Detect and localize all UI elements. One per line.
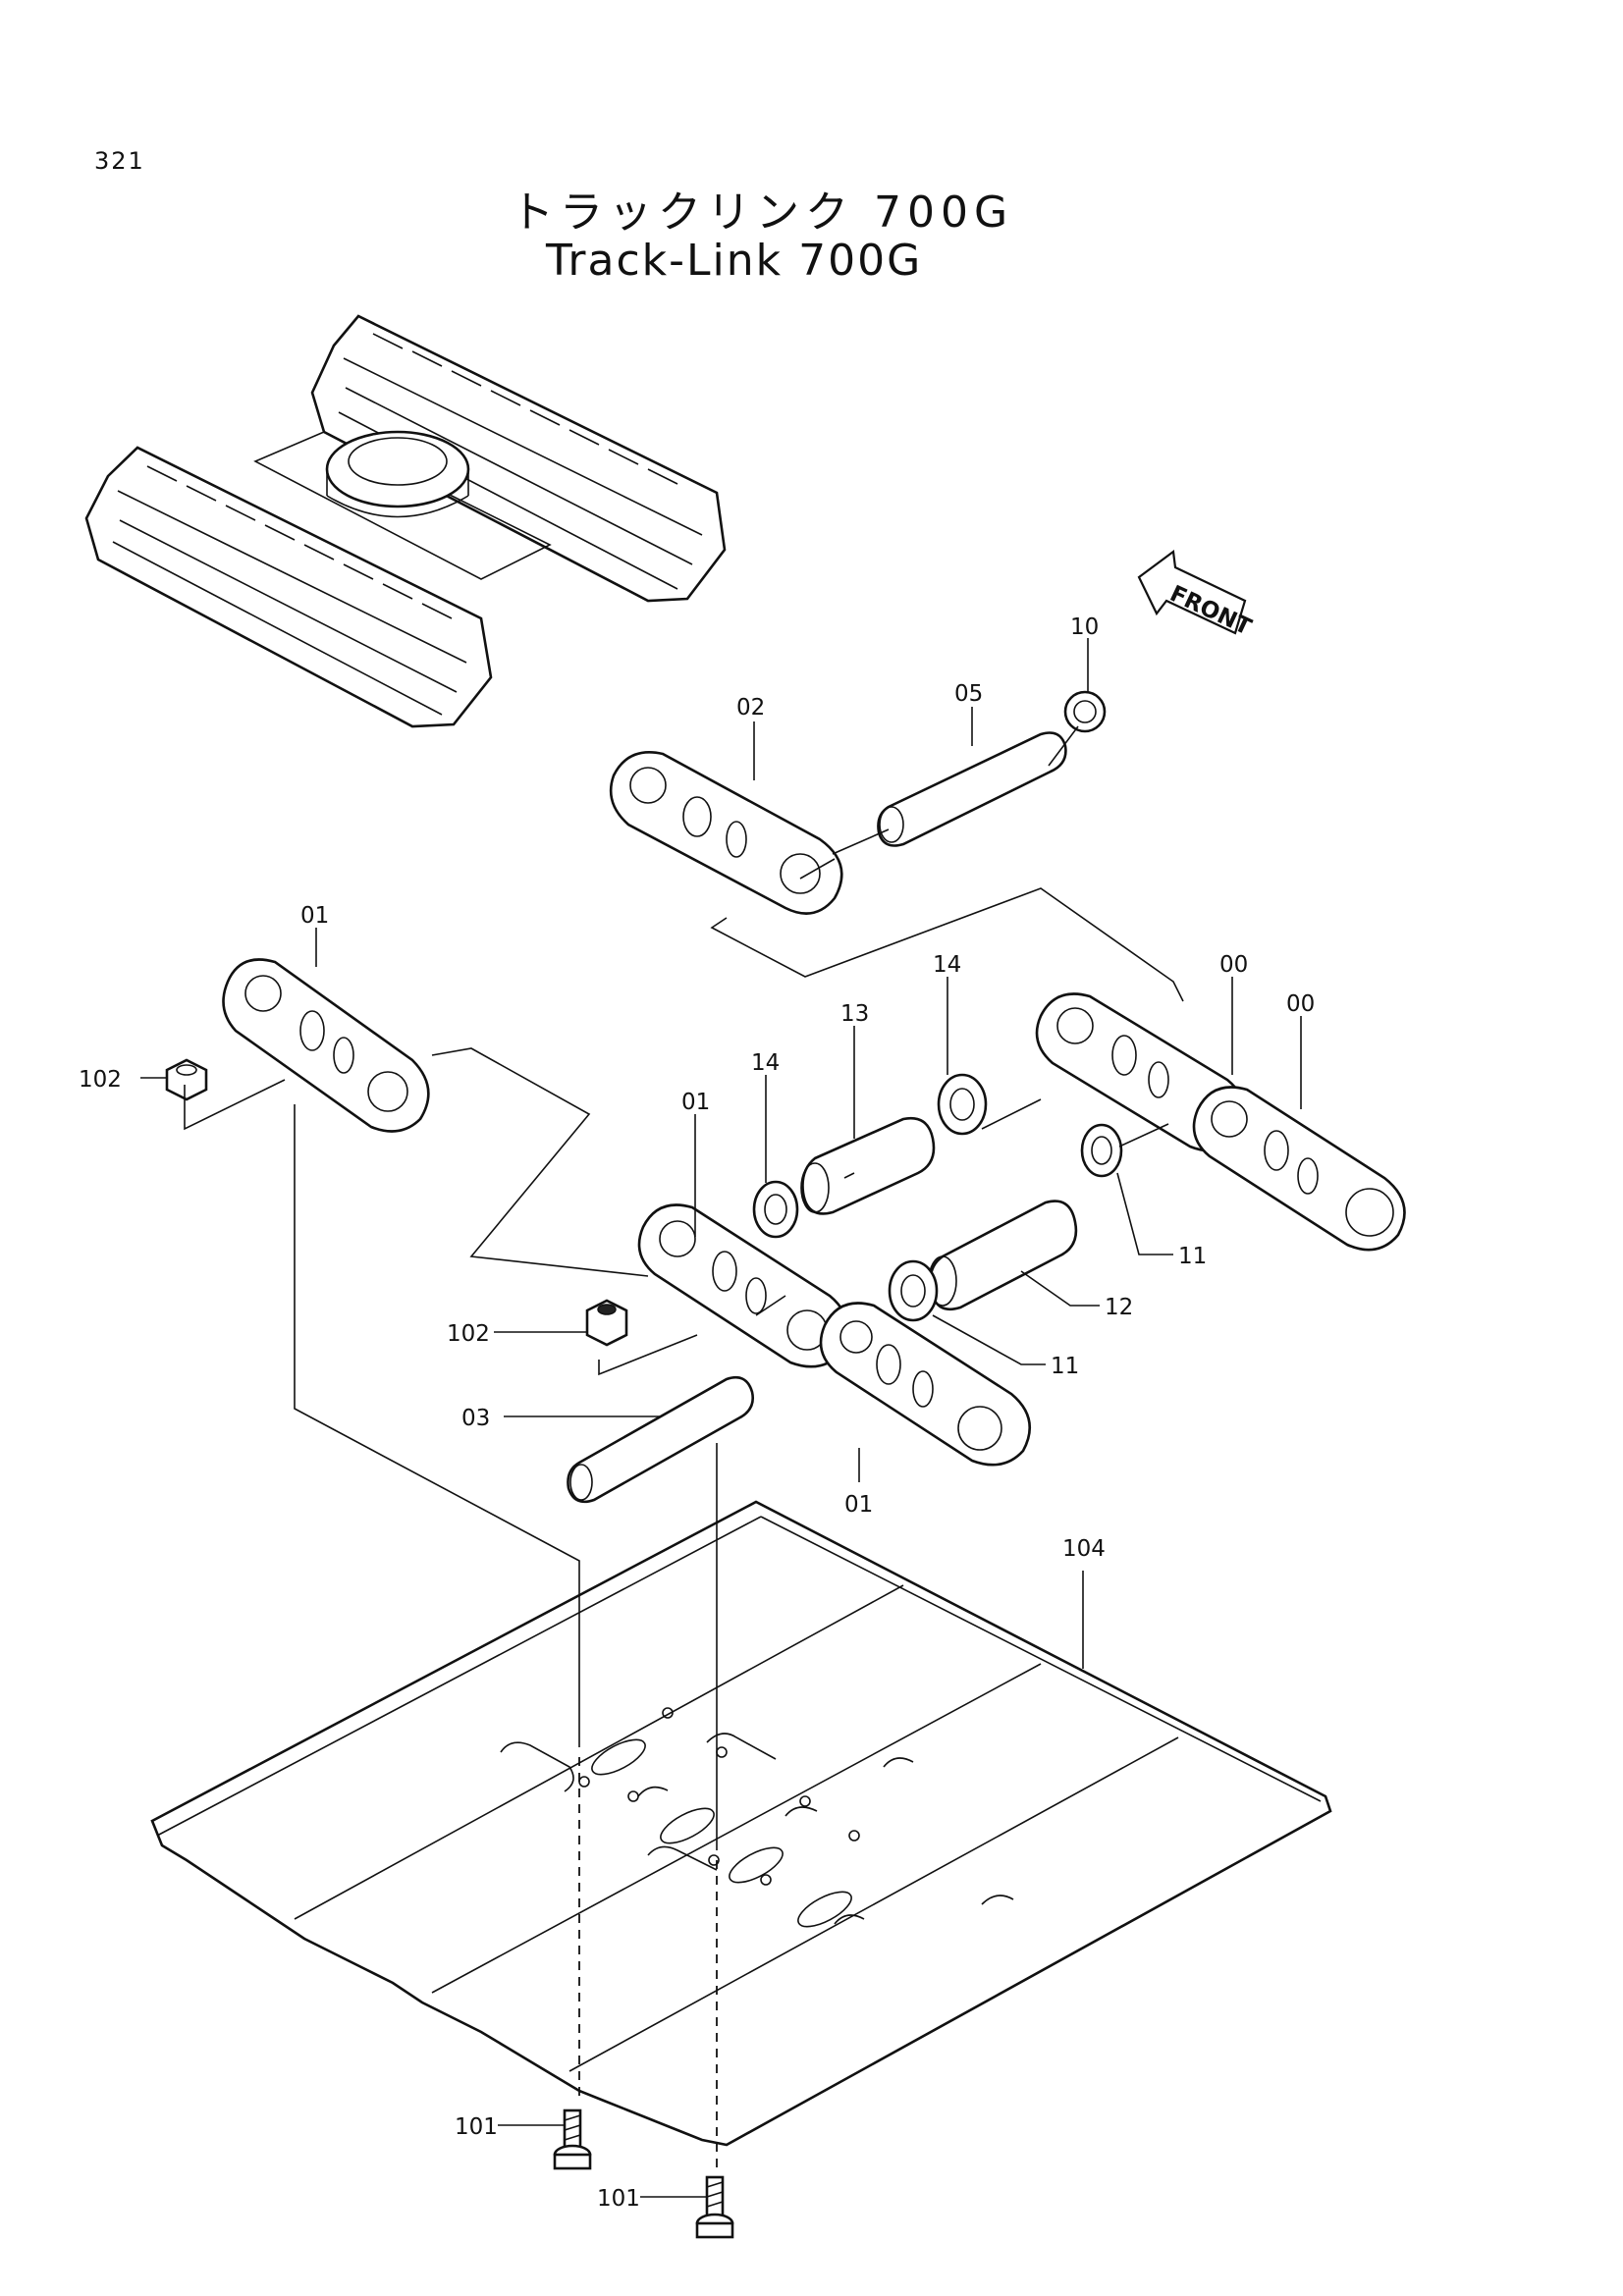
callout-01-bottom: 01: [844, 1492, 873, 1518]
callout-01-center: 01: [681, 1090, 710, 1115]
callout-02: 02: [736, 695, 765, 721]
undercarriage-illustration: [84, 314, 727, 728]
callout-101-upper: 101: [455, 2114, 498, 2140]
part-10-ring: [1063, 690, 1107, 733]
part-101-bolt-upper: [553, 2109, 592, 2170]
callout-102-upper: 102: [79, 1067, 122, 1093]
part-02-link: [609, 751, 843, 915]
part-01-link-center-a: [637, 1203, 849, 1368]
callout-00-a: 00: [1219, 952, 1248, 978]
part-01-link-left: [222, 958, 430, 1133]
callout-00-b: 00: [1286, 991, 1315, 1017]
part-101-bolt-lower: [695, 2175, 734, 2239]
callout-01-left: 01: [300, 903, 329, 929]
callout-05: 05: [954, 681, 983, 707]
callout-11-left: 11: [1051, 1354, 1079, 1379]
part-102-nut-upper: [165, 1058, 208, 1101]
part-05-pin: [877, 731, 1067, 847]
part-03-pin: [567, 1375, 754, 1504]
assembly-lines: [184, 725, 1184, 2169]
page-number: 321: [94, 147, 145, 175]
callout-101-lower: 101: [597, 2186, 640, 2212]
front-arrow: FRONT: [1137, 549, 1255, 641]
part-12-bushing: [928, 1200, 1078, 1311]
part-00-link-b: [1192, 1086, 1406, 1252]
callout-14-lower: 14: [751, 1050, 780, 1076]
title-english: Track-Link 700G: [546, 236, 923, 286]
front-label: FRONT: [1165, 581, 1255, 641]
callout-03: 03: [461, 1406, 490, 1431]
callout-14-upper: 14: [933, 952, 961, 978]
part-11-seal-right: [1080, 1123, 1123, 1178]
callout-13: 13: [840, 1001, 869, 1027]
part-01-link-center-b: [819, 1302, 1031, 1467]
callout-11-right: 11: [1178, 1244, 1207, 1269]
part-11-seal-left: [888, 1259, 939, 1322]
title-japanese: トラックリンク 700G: [511, 187, 1014, 238]
part-13-bushing: [800, 1116, 936, 1215]
part-14-seal-lower: [752, 1180, 799, 1239]
leader-lines: [140, 638, 1302, 2198]
callout-104: 104: [1062, 1536, 1106, 1562]
part-14-seal-upper: [937, 1073, 988, 1136]
part-102-nut-lower: [585, 1299, 628, 1347]
part-104-track-shoe: [150, 1500, 1332, 2147]
callout-102-lower: 102: [447, 1321, 490, 1347]
callout-12: 12: [1105, 1295, 1133, 1320]
callout-10: 10: [1070, 614, 1099, 640]
